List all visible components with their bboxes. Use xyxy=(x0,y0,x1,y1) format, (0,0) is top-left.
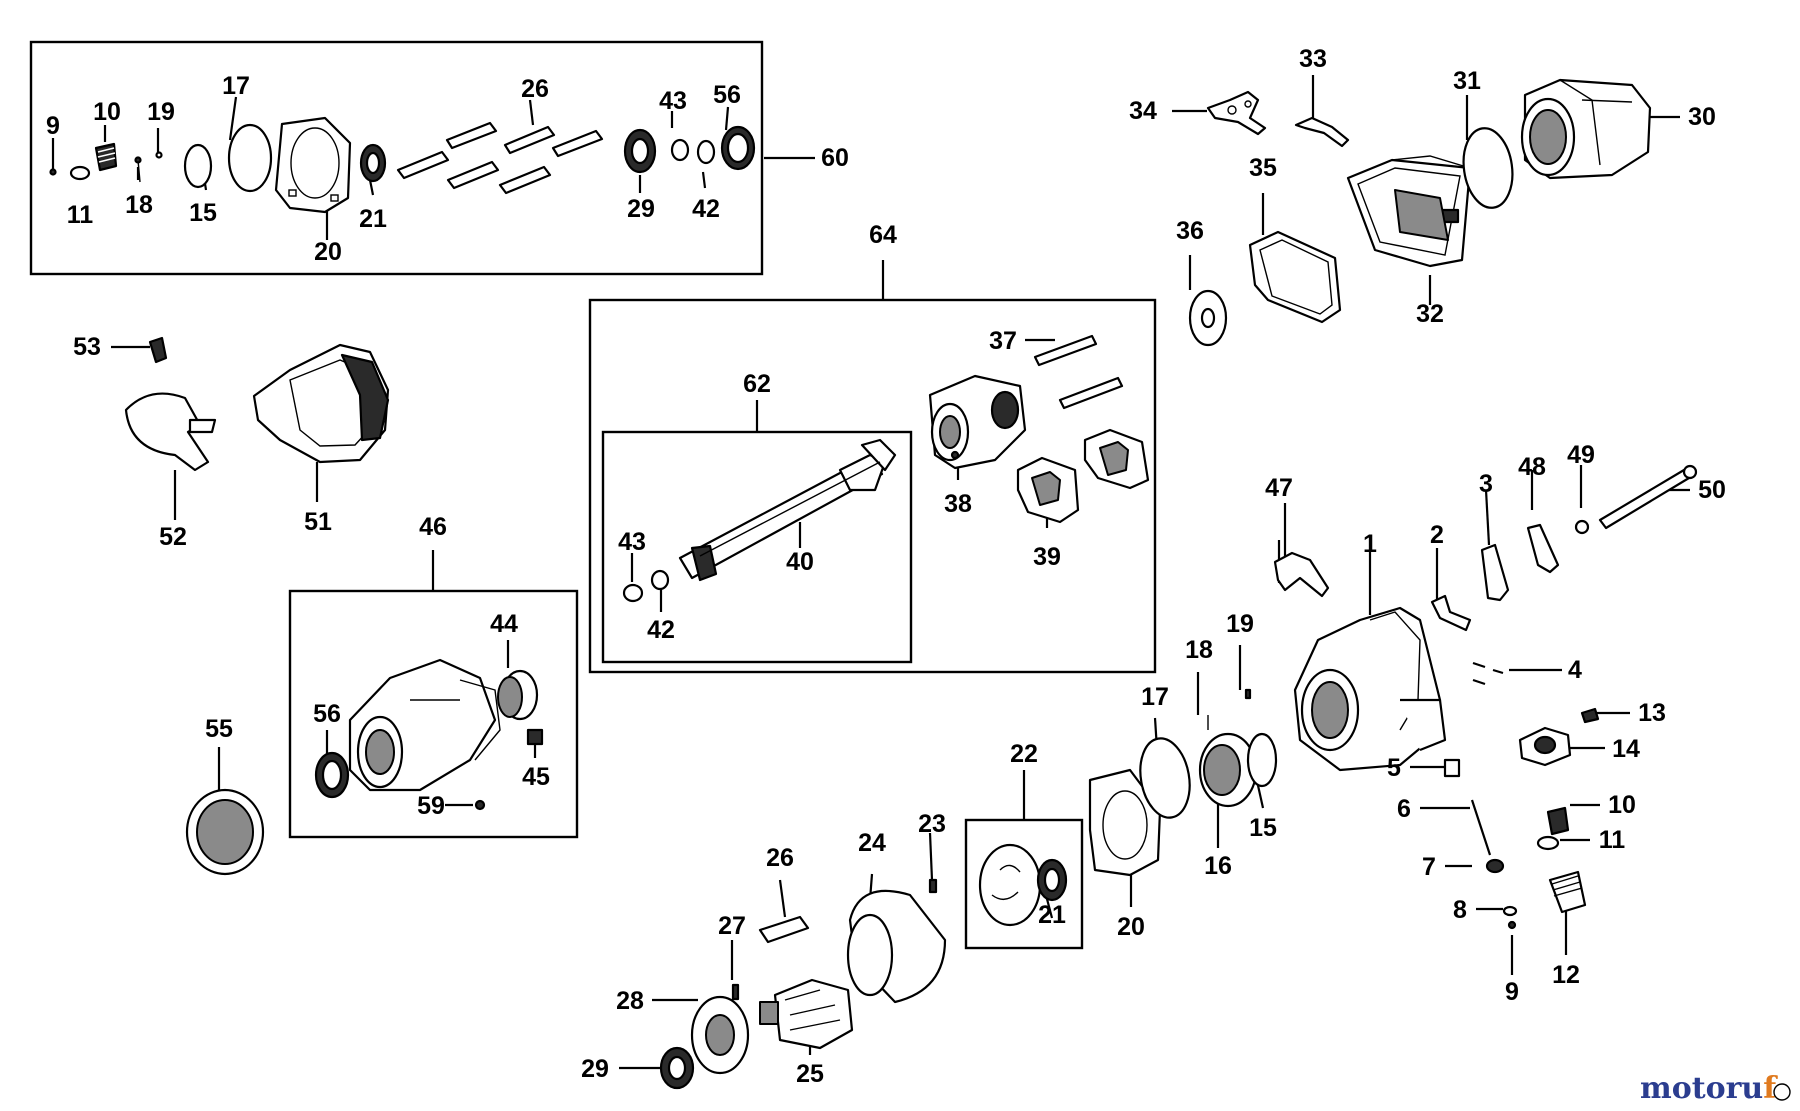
label-11: 11 xyxy=(67,201,94,229)
label-43: 43 xyxy=(659,87,687,115)
kit-box-60 xyxy=(29,40,764,276)
label-35: 35 xyxy=(1249,154,1277,182)
label-1: 1 xyxy=(1363,530,1377,558)
exhaust-parts xyxy=(1188,78,1652,347)
label-43b: 43 xyxy=(618,528,646,556)
label-2: 2 xyxy=(1430,521,1444,549)
watermark-text-a: motoru xyxy=(1640,1071,1763,1106)
label-42: 42 xyxy=(692,195,720,223)
label-64: 64 xyxy=(869,221,897,249)
label-10: 10 xyxy=(93,98,121,126)
label-32: 32 xyxy=(1416,300,1444,328)
label-37: 37 xyxy=(989,327,1017,355)
label-15b: 15 xyxy=(1249,814,1277,842)
label-52: 52 xyxy=(159,523,187,551)
copyright-icon xyxy=(1773,1083,1791,1101)
label-8: 8 xyxy=(1453,896,1467,924)
label-60: 60 xyxy=(821,144,849,172)
label-34: 34 xyxy=(1129,97,1157,125)
label-28: 28 xyxy=(616,987,644,1015)
label-62: 62 xyxy=(743,370,771,398)
handle-parts xyxy=(124,336,390,472)
label-26: 26 xyxy=(521,75,549,103)
label-42b: 42 xyxy=(647,616,675,644)
label-23: 23 xyxy=(918,810,946,838)
label-26b: 26 xyxy=(766,844,794,872)
label-17: 17 xyxy=(222,72,250,100)
label-40: 40 xyxy=(786,548,814,576)
label-29: 29 xyxy=(627,195,655,223)
watermark-text-b: f xyxy=(1763,1071,1778,1106)
main-housing-parts xyxy=(1273,464,1698,930)
label-24: 24 xyxy=(858,829,886,857)
label-19: 19 xyxy=(147,98,175,126)
label-56b: 56 xyxy=(313,700,341,728)
label-5: 5 xyxy=(1387,754,1401,782)
callout-labels: 9 10 19 17 26 43 56 60 11 18 15 20 21 29… xyxy=(46,45,1726,1088)
label-21: 21 xyxy=(359,205,387,233)
kit-box-64 xyxy=(588,298,1157,674)
label-7: 7 xyxy=(1422,853,1436,881)
label-49: 49 xyxy=(1567,441,1595,469)
label-22: 22 xyxy=(1010,740,1038,768)
label-11b: 11 xyxy=(1599,826,1626,854)
label-39: 39 xyxy=(1033,543,1061,571)
label-46: 46 xyxy=(419,513,447,541)
label-10b: 10 xyxy=(1608,791,1636,819)
label-20b: 20 xyxy=(1117,913,1145,941)
label-13: 13 xyxy=(1638,699,1666,727)
label-47: 47 xyxy=(1265,474,1293,502)
label-25: 25 xyxy=(796,1060,824,1088)
label-18: 18 xyxy=(125,191,153,219)
label-18b: 18 xyxy=(1185,636,1213,664)
label-20: 20 xyxy=(314,238,342,266)
label-48: 48 xyxy=(1518,453,1546,481)
label-9: 9 xyxy=(46,112,60,140)
label-55: 55 xyxy=(205,715,233,743)
label-27: 27 xyxy=(718,912,746,940)
watermark-text: motoruf xyxy=(1640,1071,1778,1106)
label-45: 45 xyxy=(522,763,550,791)
label-59: 59 xyxy=(417,792,445,820)
label-3: 3 xyxy=(1479,470,1493,498)
label-29b: 29 xyxy=(581,1055,609,1083)
label-53: 53 xyxy=(73,333,101,361)
label-44: 44 xyxy=(490,610,518,638)
label-14: 14 xyxy=(1612,735,1640,763)
label-50: 50 xyxy=(1698,476,1726,504)
motor-parts xyxy=(659,688,1278,1090)
label-33: 33 xyxy=(1299,45,1327,73)
label-12: 12 xyxy=(1552,961,1580,989)
label-51: 51 xyxy=(304,508,332,536)
label-4: 4 xyxy=(1568,656,1582,684)
label-6: 6 xyxy=(1397,795,1411,823)
label-16: 16 xyxy=(1204,852,1232,880)
kit-60-parts xyxy=(49,116,756,214)
label-56: 56 xyxy=(713,81,741,109)
label-31: 31 xyxy=(1453,67,1481,95)
label-36: 36 xyxy=(1176,217,1204,245)
label-38: 38 xyxy=(944,490,972,518)
label-9b: 9 xyxy=(1505,978,1519,1006)
hammer-mechanism-parts xyxy=(622,334,1150,603)
watermark-logo: motoruf xyxy=(1640,1071,1791,1106)
label-21b: 21 xyxy=(1038,901,1066,929)
label-17b: 17 xyxy=(1141,683,1169,711)
label-19b: 19 xyxy=(1226,610,1254,638)
label-30: 30 xyxy=(1688,103,1716,131)
label-15: 15 xyxy=(189,199,217,227)
front-housing-parts xyxy=(185,658,544,876)
